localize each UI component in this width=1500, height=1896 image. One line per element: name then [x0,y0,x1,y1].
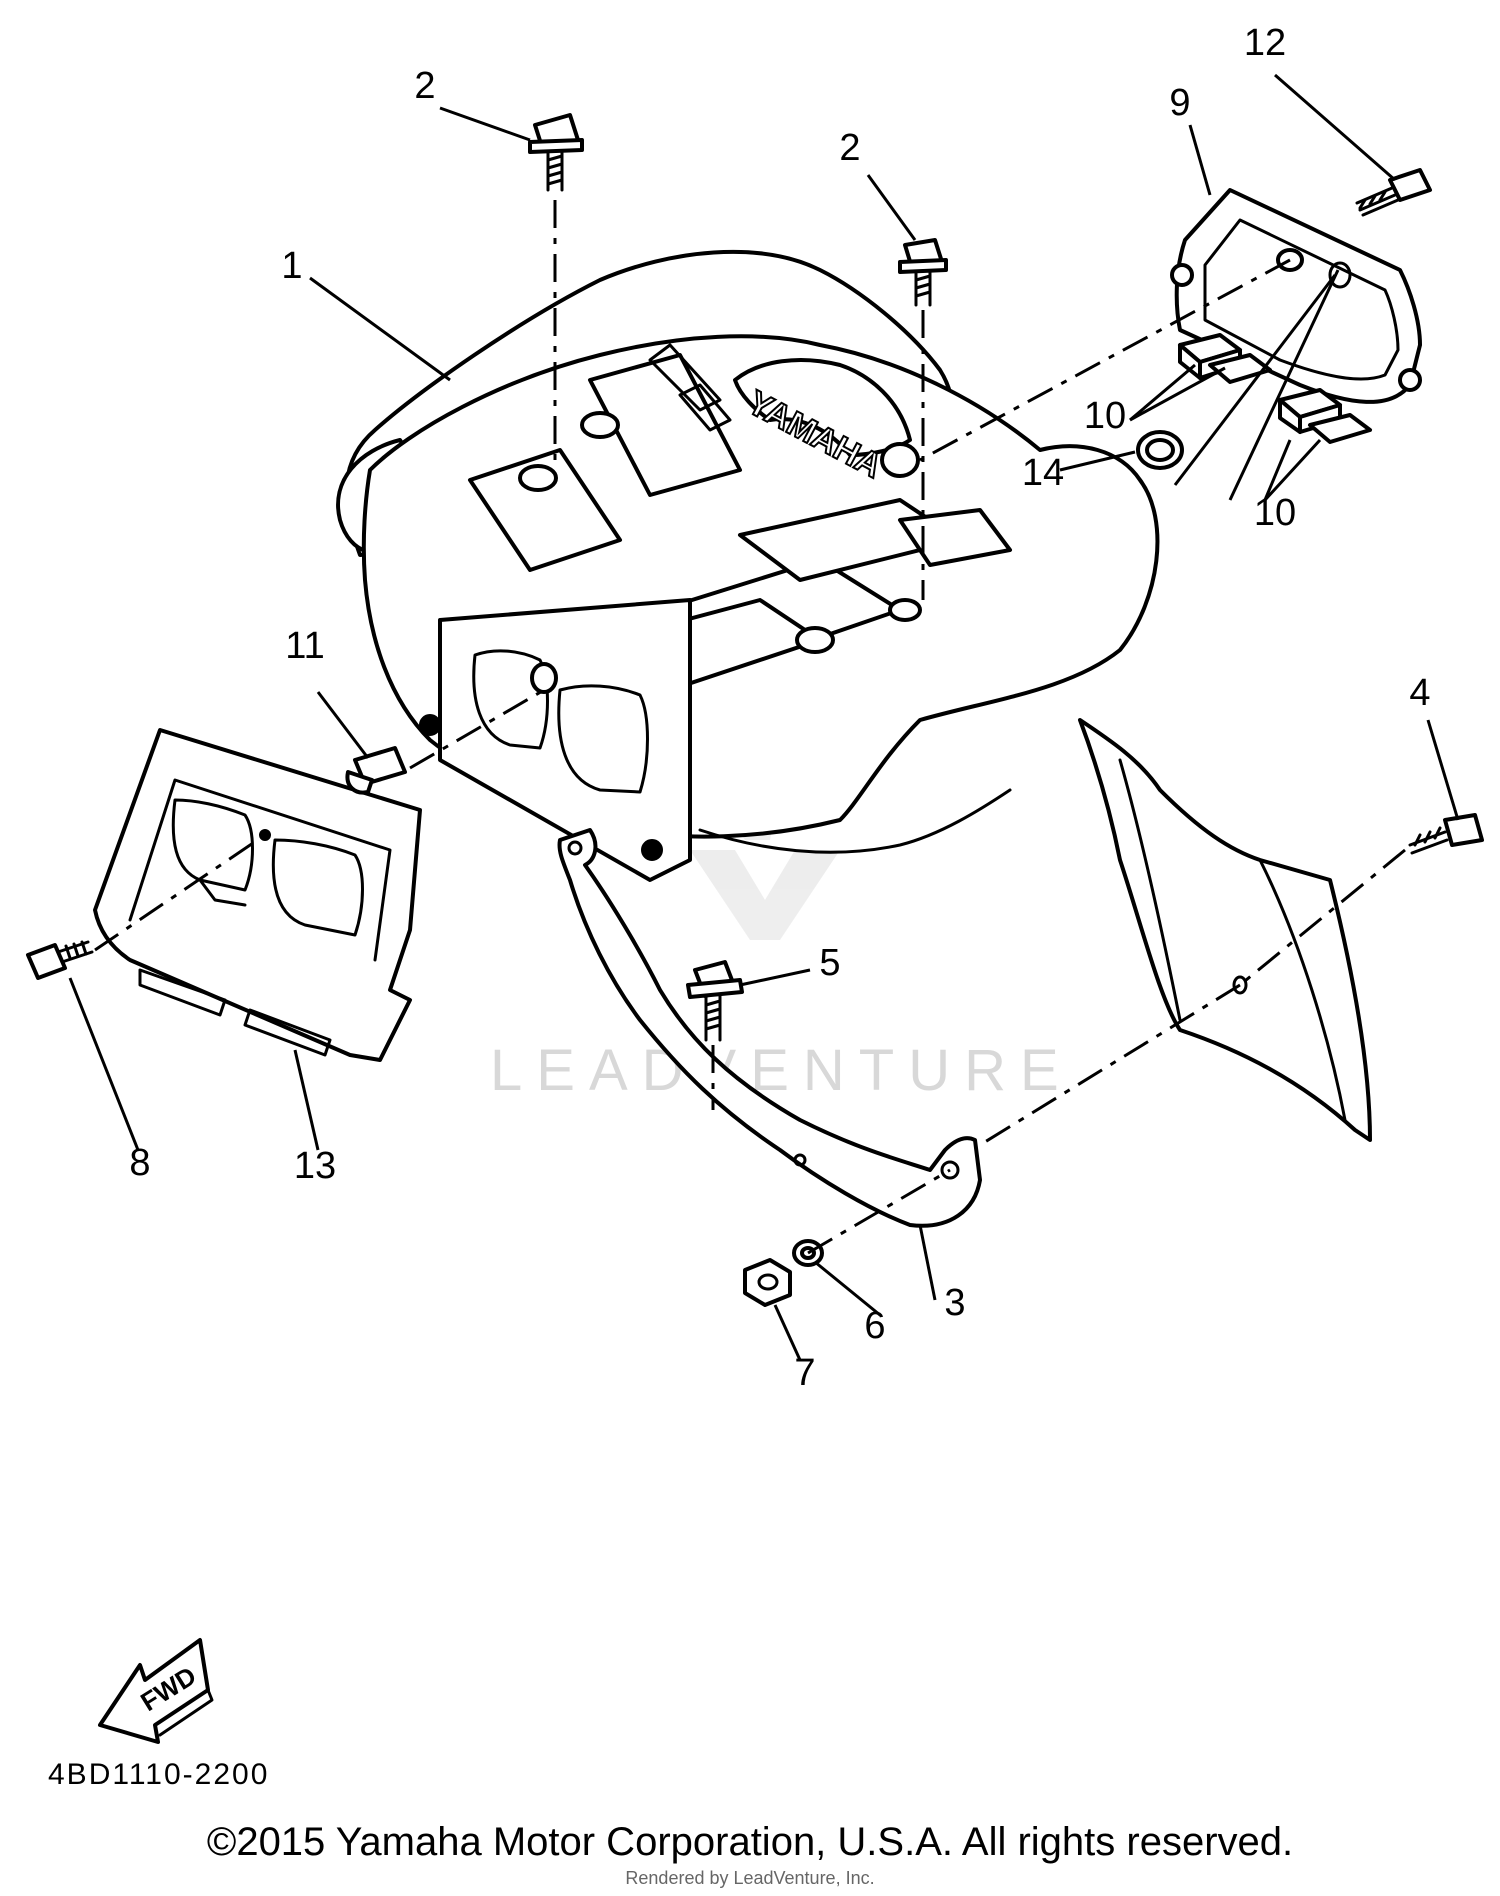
callout-14: 14 [1022,452,1064,494]
callout-8: 8 [129,1142,150,1184]
copyright-notice: ©2015 Yamaha Motor Corporation, U.S.A. A… [206,1820,1294,1864]
callout-1: 1 [281,245,302,287]
callout-6: 6 [864,1305,885,1347]
callout-10-lower: 10 [1254,492,1296,534]
callout-4: 4 [1409,672,1430,714]
collar-11[interactable] [345,746,407,795]
lamp-pads[interactable] [1178,333,1372,444]
callout-2-right: 2 [839,127,860,169]
callout-11: 11 [285,625,324,667]
diagram-code: 4BD1110-2200 [48,1758,270,1791]
assembly-lines [94,200,1406,1255]
callout-3: 3 [944,1282,965,1324]
stay-3[interactable] [557,828,982,1228]
callout-13: 13 [294,1145,336,1187]
screw-8[interactable] [26,940,94,980]
callout-10-upper: 10 [1084,395,1126,437]
callout-9: 9 [1169,82,1190,124]
rendered-by-notice: Rendered by LeadVenture, Inc. [625,1868,875,1888]
headlight-bezel[interactable] [93,728,422,1062]
washer-6[interactable] [792,1239,824,1267]
callout-2-left: 2 [414,65,435,107]
front-fender[interactable]: YAMAHA [336,249,1372,1142]
grommet[interactable] [1136,430,1184,470]
watermark-text: LEADVENTURE [490,1038,1073,1103]
nut-7[interactable] [743,1258,792,1307]
callout-12: 12 [1244,22,1286,64]
fwd-arrow-icon: FWD [98,1638,214,1744]
bolt-5[interactable] [686,960,744,1042]
callout-5: 5 [819,942,840,984]
bolt-2-right[interactable] [898,238,948,307]
callouts: 1 2 2 3 4 5 6 7 8 9 10 10 11 12 13 14 [129,22,1430,1394]
callout-7: 7 [794,1352,815,1394]
bolt-4[interactable] [1408,813,1484,855]
bolt-2-left[interactable] [528,113,584,192]
leader-lines [68,73,1460,1361]
screw-12[interactable] [1355,168,1432,217]
